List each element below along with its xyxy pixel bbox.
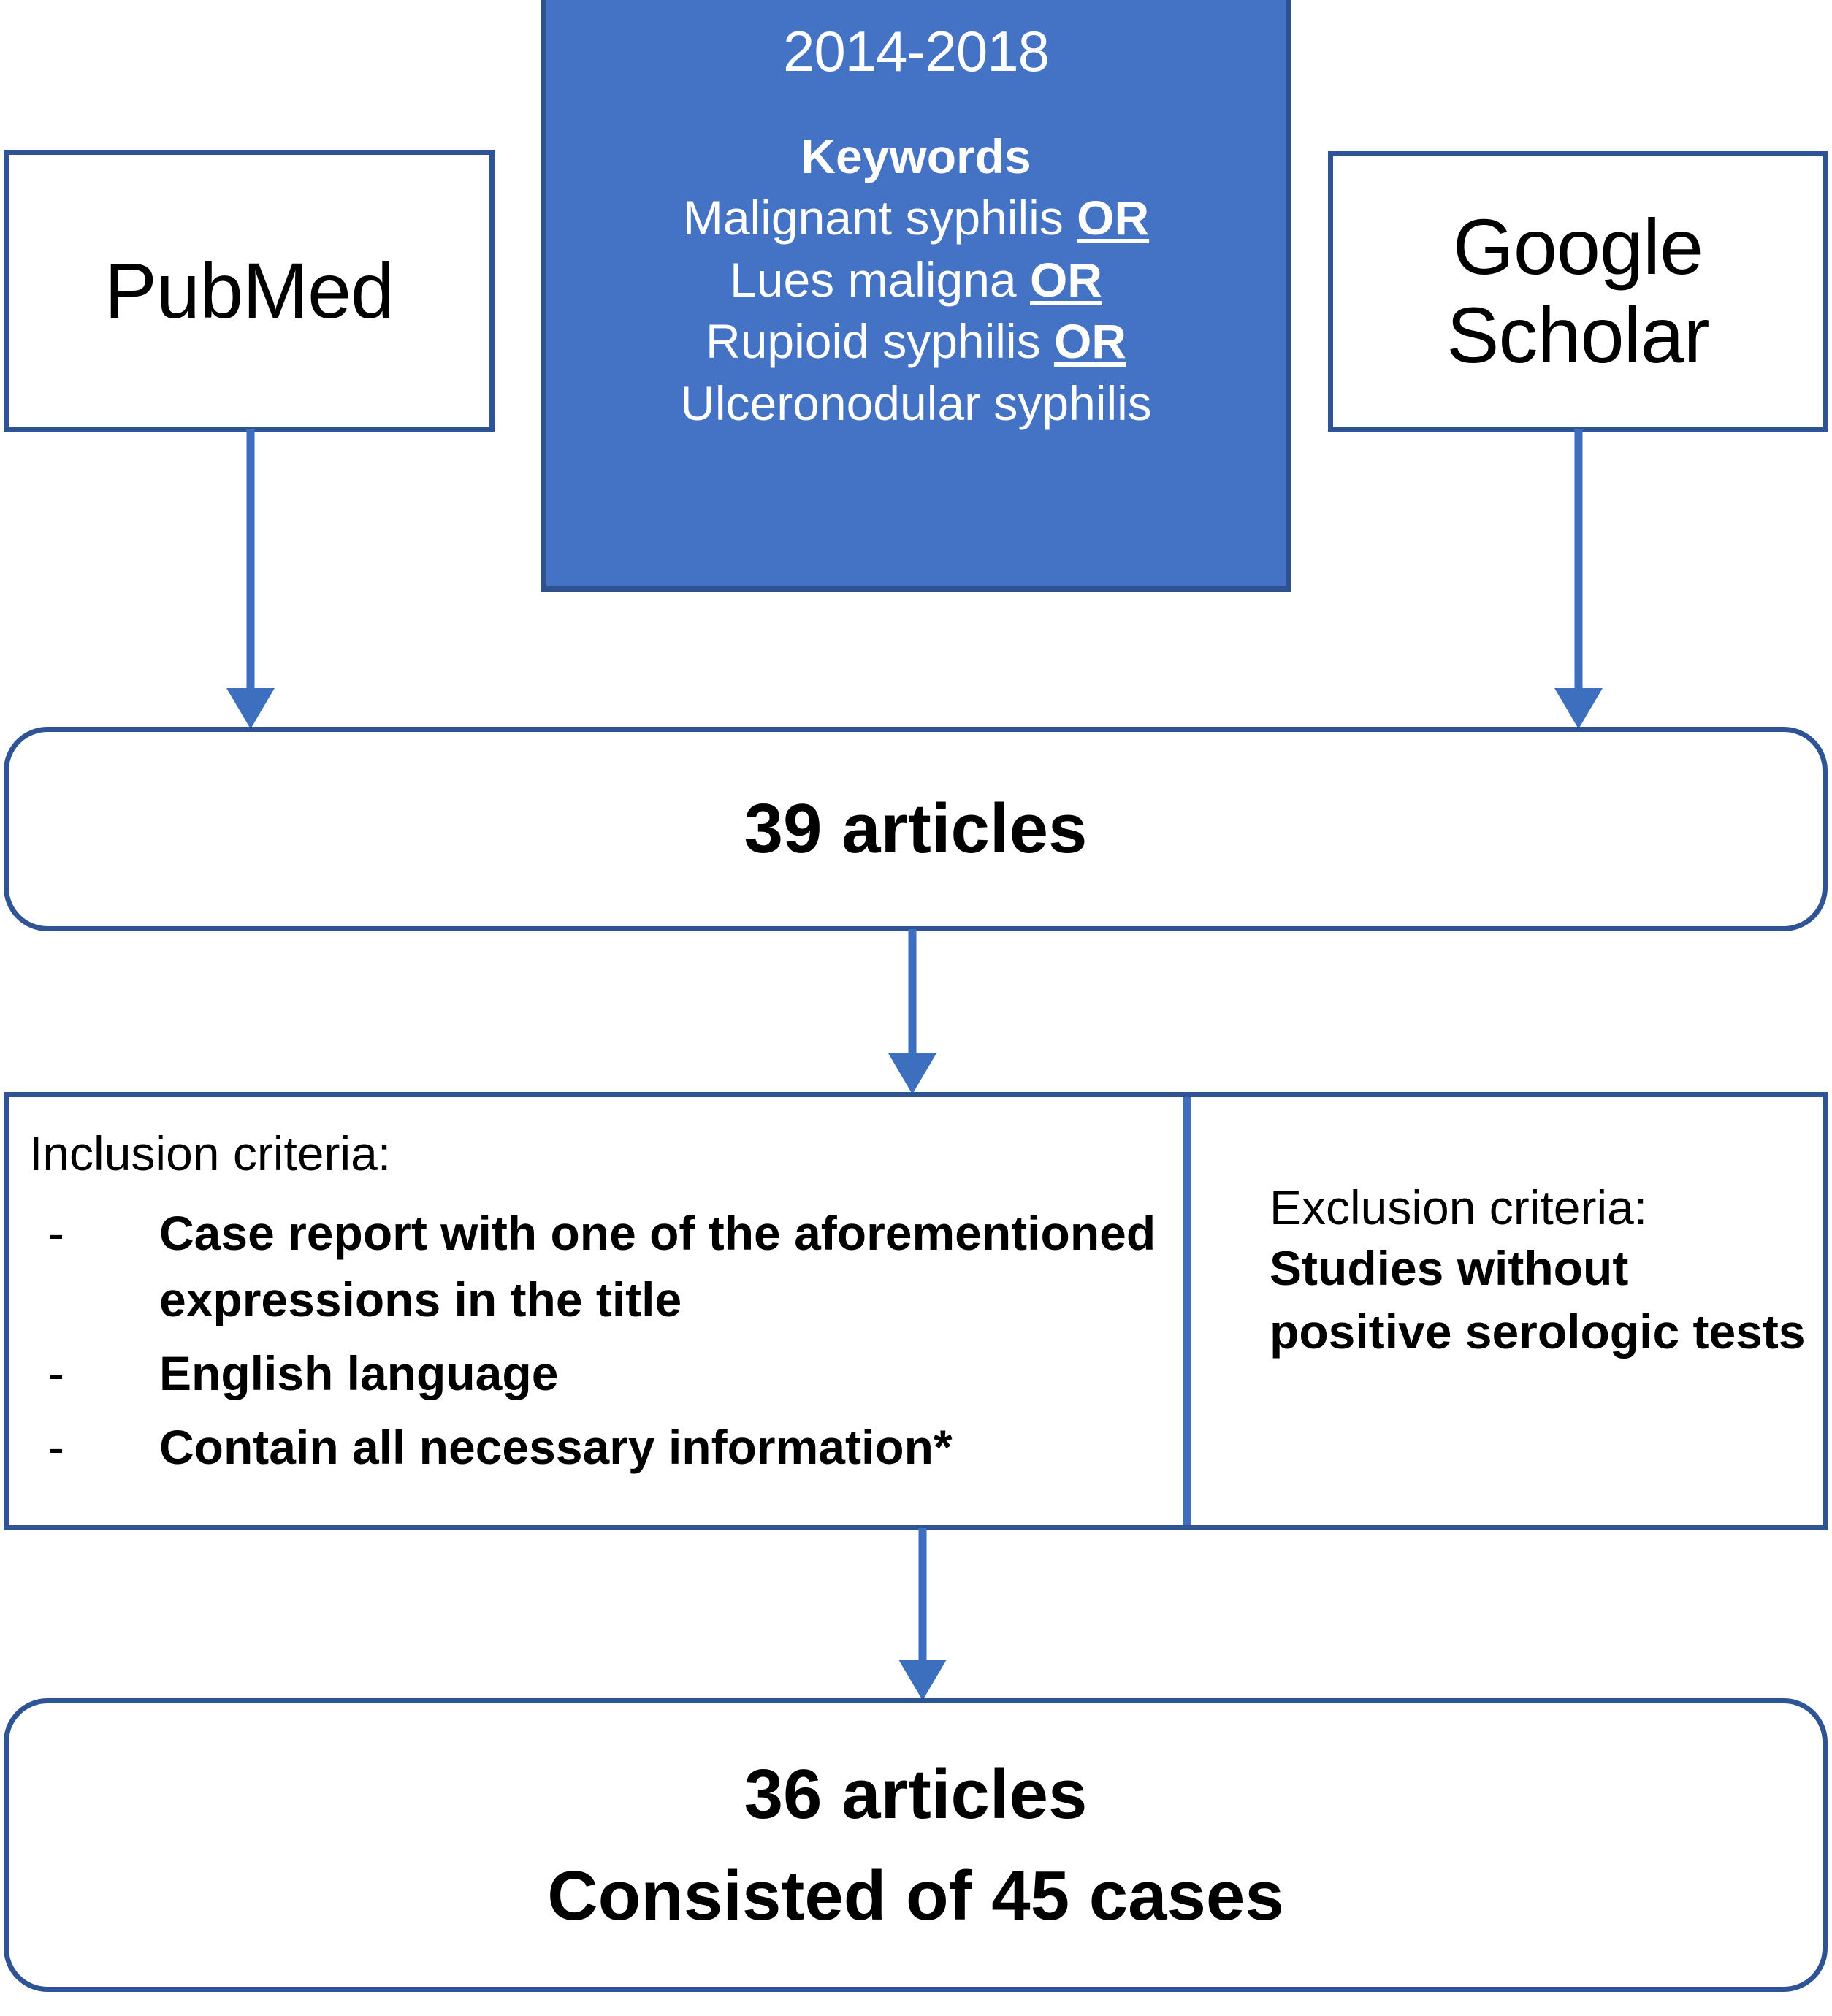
arrow-criteria-to-final	[898, 1528, 947, 1700]
arrow-head-icon	[1554, 688, 1603, 729]
result-label-final-articles: 36 articles	[744, 1755, 1088, 1833]
keyword-term-3-text: Rupioid syphilis	[706, 314, 1041, 369]
keywords-box: 2014-2018 Keywords Malignant syphilis OR…	[541, 0, 1291, 592]
arrow-head-icon	[226, 688, 275, 729]
result-label-final-cases: Consisted of 45 cases	[547, 1857, 1284, 1935]
exclusion-criteria-pane: Exclusion criteria: Studies without posi…	[1191, 1097, 1823, 1525]
arrow-scholar-to-articles	[1554, 429, 1603, 729]
arrow-head-icon	[898, 1660, 947, 1700]
bullet-dash-icon: -	[48, 1206, 64, 1261]
result-label-initial-articles: 39 articles	[744, 790, 1088, 868]
keyword-term-2-text: Lues maligna	[730, 252, 1017, 307]
scholar-line-1: Google	[1452, 202, 1703, 291]
arrow-shaft	[246, 429, 255, 690]
arrow-shaft	[908, 929, 917, 1055]
arrow-shaft	[918, 1528, 927, 1661]
inclusion-criteria-item-text: Case report with one of the aforemention…	[159, 1206, 1156, 1327]
bullet-dash-icon: -	[48, 1346, 64, 1401]
result-box-initial-articles: 39 articles	[4, 727, 1828, 931]
search-years-range: 2014-2018	[782, 19, 1050, 83]
source-label-google-scholar: Google Scholar	[1446, 202, 1709, 380]
criteria-box: Inclusion criteria: - Case report with o…	[4, 1092, 1828, 1530]
keyword-term-1-text: Malignant syphilis	[682, 191, 1064, 245]
source-label-pubmed: PubMed	[104, 245, 394, 335]
source-box-pubmed: PubMed	[4, 150, 495, 432]
keyword-operator-3: OR	[1053, 314, 1126, 369]
inclusion-criteria-pane: Inclusion criteria: - Case report with o…	[9, 1097, 1191, 1525]
arrow-articles-to-criteria	[888, 929, 936, 1094]
source-box-google-scholar: Google Scholar	[1328, 151, 1828, 432]
inclusion-criteria-item: - Contain all necessary information*	[29, 1414, 1183, 1481]
exclusion-criteria-title: Exclusion criteria:	[1270, 1180, 1648, 1234]
inclusion-criteria-item: - Case report with one of the aforementi…	[29, 1200, 1183, 1333]
arrow-pubmed-to-articles	[226, 429, 275, 729]
keyword-operator-1: OR	[1077, 191, 1150, 245]
result-box-final: 36 articles Consisted of 45 cases	[4, 1698, 1828, 1992]
scholar-line-2: Scholar	[1446, 291, 1709, 379]
inclusion-criteria-title: Inclusion criteria:	[29, 1126, 392, 1180]
keyword-term-4-text: Ulceronodular syphilis	[680, 375, 1152, 430]
bullet-dash-icon: -	[48, 1420, 64, 1475]
keywords-heading: Keywords	[801, 129, 1031, 183]
keyword-operator-2: OR	[1029, 252, 1102, 307]
inclusion-criteria-item-text: Contain all necessary information*	[159, 1420, 953, 1475]
exclusion-criteria-text: Studies without positive serologic tests	[1270, 1241, 1806, 1359]
keyword-term-3: Rupioid syphilis OR	[706, 310, 1126, 372]
arrow-shaft	[1574, 429, 1583, 690]
keyword-term-1: Malignant syphilis OR	[683, 187, 1149, 248]
keyword-term-4: Ulceronodular syphilis	[680, 373, 1152, 434]
keyword-term-2: Lues maligna OR	[730, 249, 1102, 310]
arrow-head-icon	[888, 1053, 936, 1094]
inclusion-criteria-item: - English language	[29, 1340, 1183, 1407]
inclusion-criteria-item-text: English language	[159, 1346, 559, 1401]
